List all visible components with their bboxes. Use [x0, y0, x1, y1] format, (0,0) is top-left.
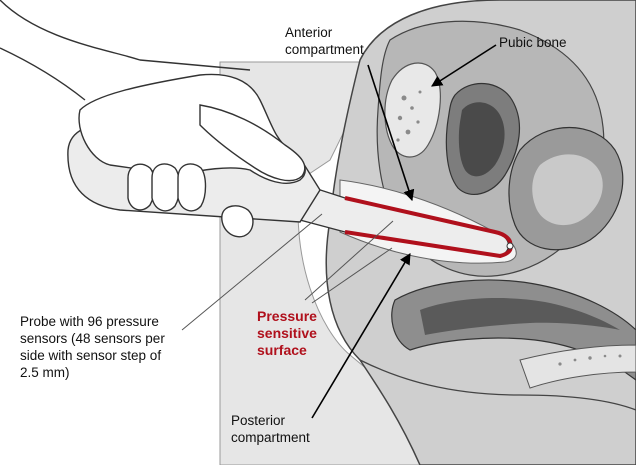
- finger-4: [221, 205, 254, 238]
- leader-probe: [181, 213, 323, 331]
- probe-tip: [506, 242, 514, 250]
- forearm-lines: [0, 0, 251, 101]
- bone-texture-dots: [396, 90, 422, 142]
- leader-pressure-b: [311, 247, 393, 304]
- finger-1: [127, 163, 156, 211]
- label-pressure-sensitive-surface: Pressure sensitive surface: [257, 308, 317, 358]
- label-anterior-compartment: Anterior compartment: [285, 25, 364, 57]
- pubic-bone: [384, 62, 441, 158]
- sacrum-texture-dots: [558, 354, 622, 366]
- leader-posterior: [311, 253, 411, 419]
- bladder-lumen: [458, 102, 505, 177]
- label-posterior-compartment: Posterior compartment: [231, 413, 310, 445]
- thumb: [199, 104, 306, 182]
- label-pubic-bone: Pubic bone: [499, 35, 567, 50]
- leader-pubic: [431, 44, 497, 87]
- leader-anterior: [367, 64, 415, 202]
- hand: [0, 0, 306, 238]
- sacrum: [519, 344, 636, 389]
- finger-3: [177, 163, 207, 212]
- finger-2: [151, 163, 181, 212]
- label-probe-description: Probe with 96 pressure sensors (48 senso…: [20, 314, 165, 380]
- uterus-inner: [532, 154, 603, 226]
- rectum-lumen: [420, 298, 620, 335]
- perineum-contour: [359, 359, 636, 411]
- leader-pressure-a: [304, 220, 394, 301]
